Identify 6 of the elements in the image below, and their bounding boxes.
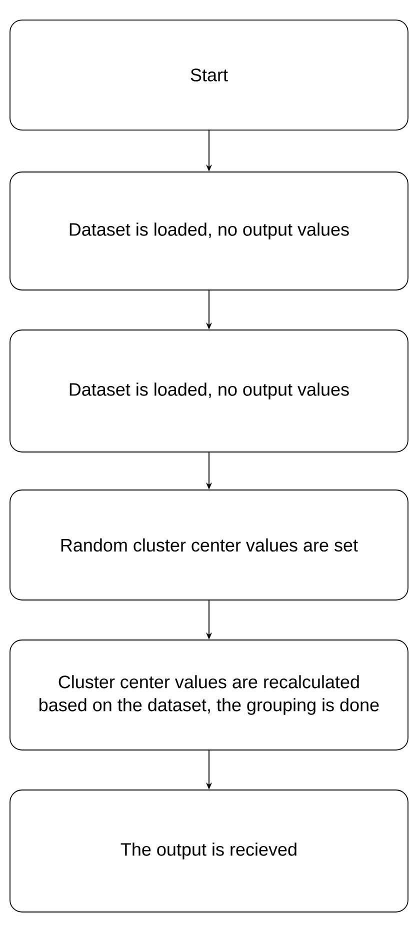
process-box: The output is recieved: [10, 790, 408, 912]
process-box: Cluster center values are recalculated based on the dataset, the grouping is done: [10, 640, 408, 750]
process-box: Dataset is loaded, no output values: [10, 172, 408, 290]
process-box: Random cluster center values are set: [10, 490, 408, 600]
process-box: Start: [10, 20, 408, 130]
process-box: Dataset is loaded, no output values: [10, 330, 408, 452]
